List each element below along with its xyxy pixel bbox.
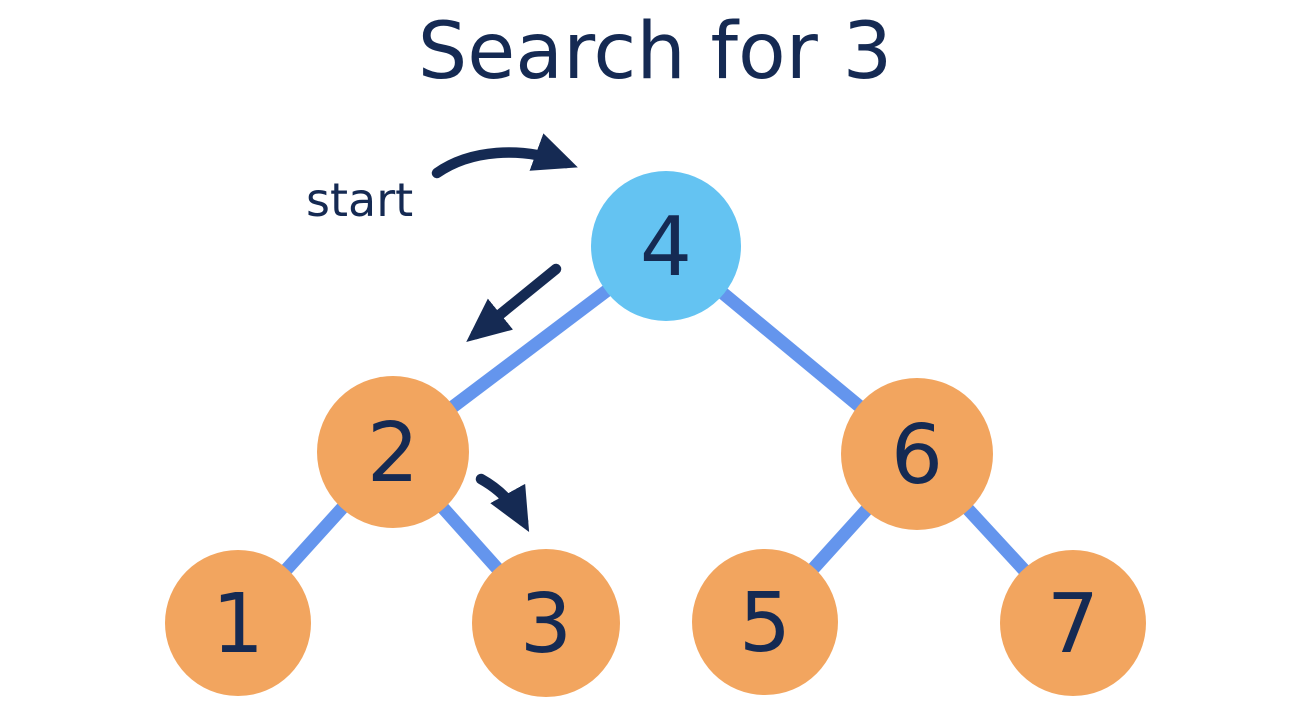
diagram-title: Search for 3 [418,7,892,97]
tree-node-circle-4 [591,171,741,321]
tree-node-7: 7 [1000,550,1146,696]
tree-node-5: 5 [692,549,838,695]
start-label: start [306,173,413,227]
tree-node-circle-2 [317,376,469,528]
tree-node-6: 6 [841,378,993,530]
tree-node-label-2: 2 [367,406,419,501]
tree-node-label-7: 7 [1047,577,1099,672]
tree-node-circle-1 [165,550,311,696]
tree-node-label-3: 3 [520,577,572,672]
tree-node-label-6: 6 [891,408,943,503]
root-to-left-arrow [466,263,562,342]
tree-node-circle-5 [692,549,838,695]
left-to-right-child-arrow [475,473,530,533]
nodes-layer: 4 2 6 1 3 5 7 [165,171,1146,697]
tree-node-label-4: 4 [640,200,692,295]
tree-node-4: 4 [591,171,741,321]
tree-node-1: 1 [165,550,311,696]
start-arrow [431,133,578,179]
arrows-layer [431,133,578,533]
tree-node-3: 3 [472,549,620,697]
tree-node-circle-6 [841,378,993,530]
tree-node-circle-3 [472,549,620,697]
tree-node-label-1: 1 [212,577,264,672]
tree-node-2: 2 [317,376,469,528]
tree-node-circle-7 [1000,550,1146,696]
tree-node-label-5: 5 [739,576,791,671]
